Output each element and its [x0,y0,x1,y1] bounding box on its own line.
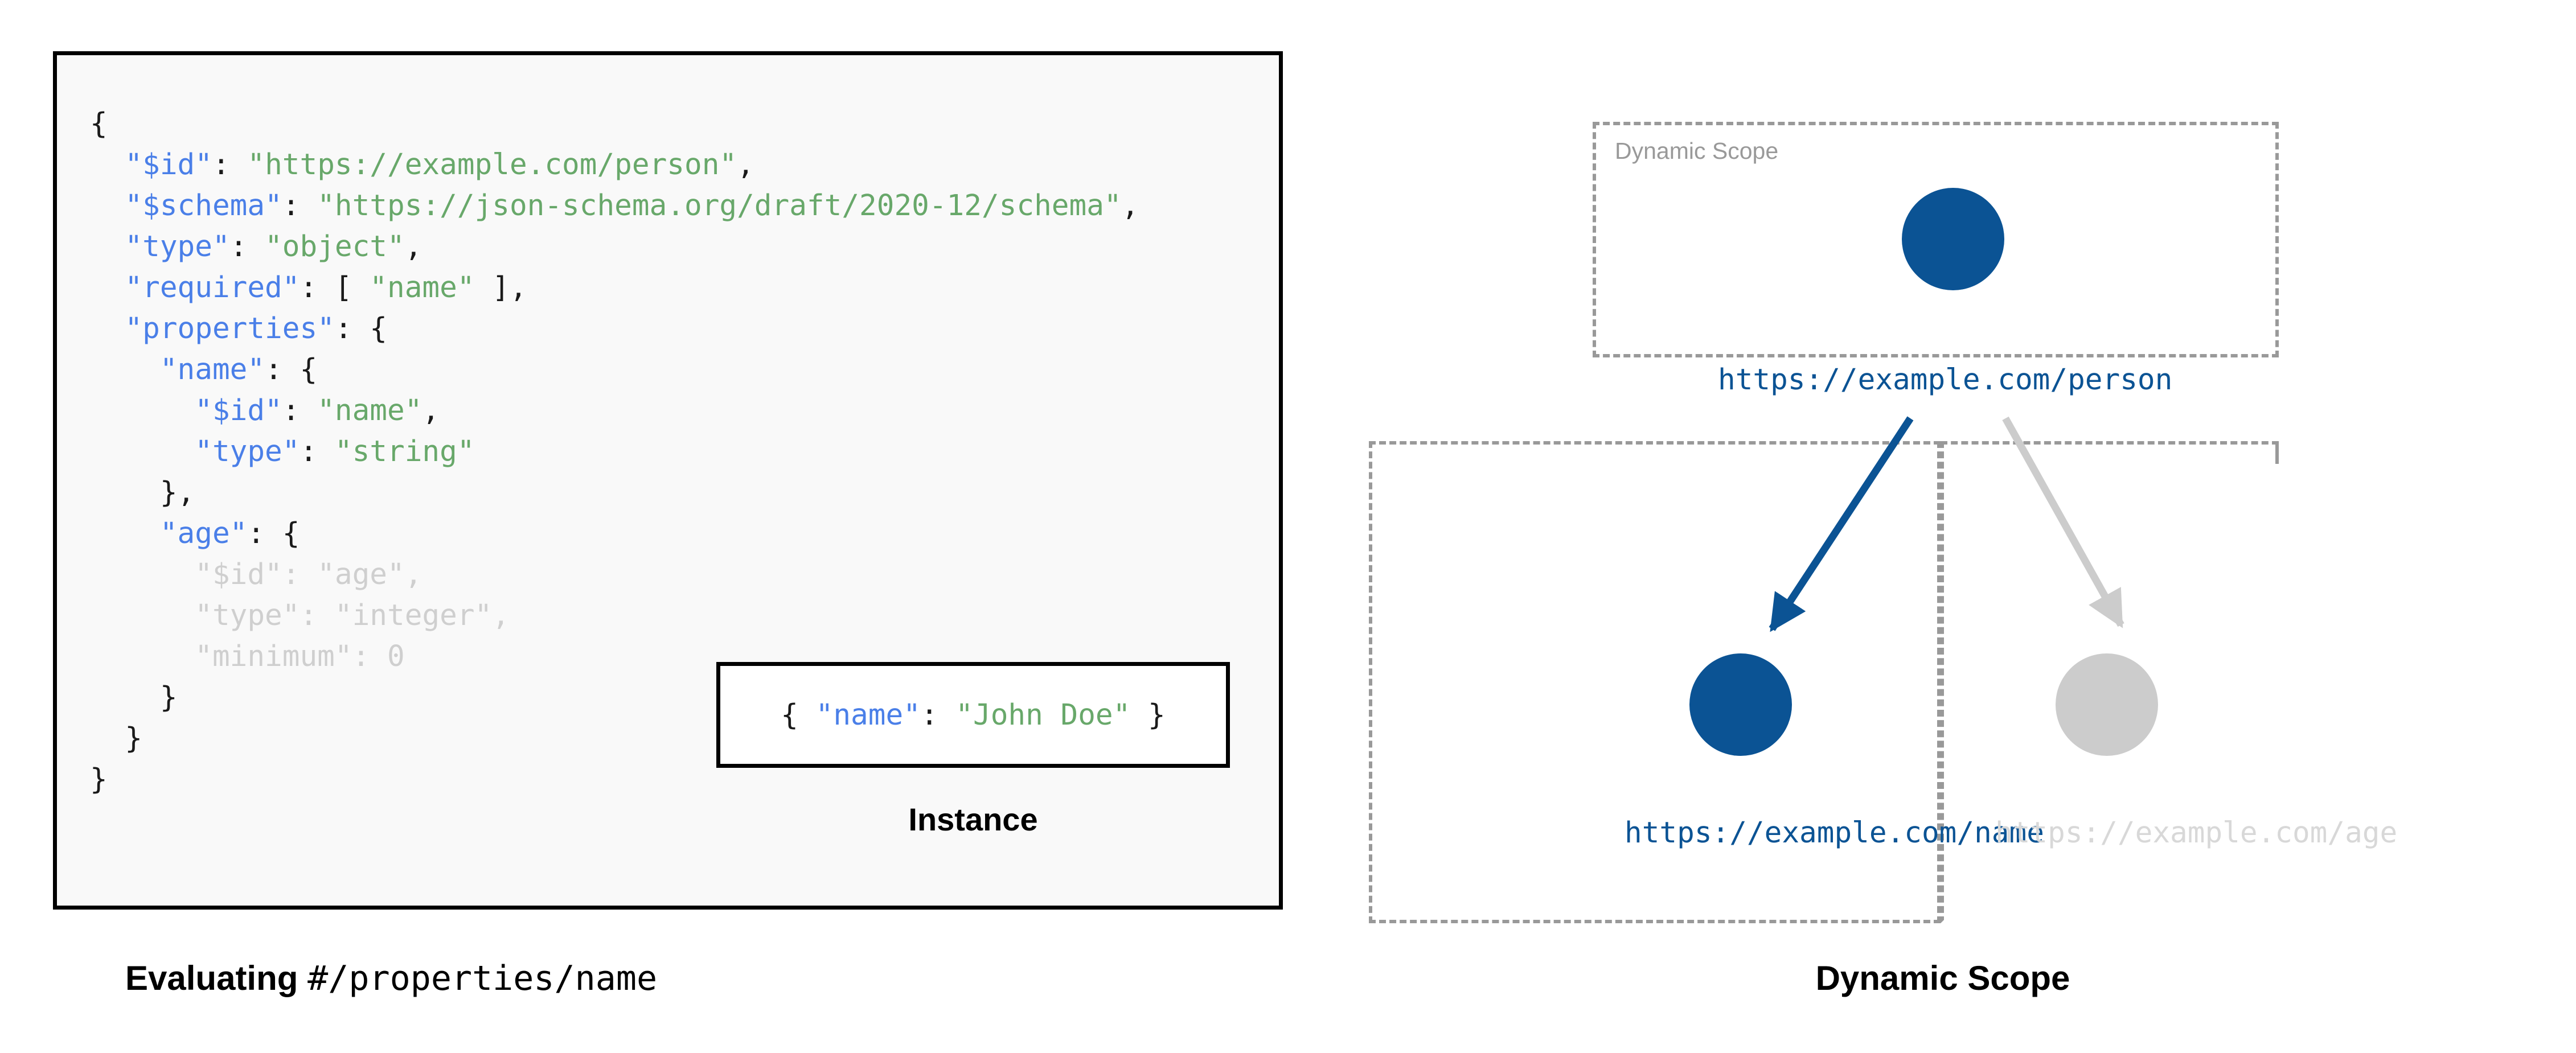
code-token: "name" [370,271,475,305]
code-token: : [300,435,335,468]
code-token: : [229,230,265,264]
evaluating-caption-pointer: #/properties/name [307,959,658,998]
code-token: ], [474,271,527,305]
code-token: : { [247,517,300,550]
instance-caption: Instance [908,801,1038,837]
code-token: } [90,763,108,796]
code-token: "age" [317,558,405,591]
schema-panel: { "$id": "https://example.com/person", "… [53,51,1283,998]
code-token: , [404,230,423,264]
code-token: "integer" [334,599,493,632]
code-token: 0 [387,640,405,673]
code-token: "$id" [195,394,282,427]
schema-code-listing: { "$id": "https://example.com/person", "… [90,104,1139,800]
code-token: { [90,107,108,141]
code-token: "type" [195,599,300,632]
code-token: , [1121,189,1139,223]
code-token: "$schema" [125,189,282,223]
code-token: "type" [195,435,300,468]
code-token: "string" [334,435,475,468]
code-token: "object" [265,230,405,264]
code-token: "type" [125,230,230,264]
scope-box-name [1369,441,1941,923]
code-token: : [300,599,335,632]
code-token: "name" [159,353,265,386]
node-label-person: https://example.com/person [1718,363,2173,397]
evaluating-caption-bold: Evaluating [125,959,308,997]
code-token: , [404,558,423,591]
node-label-name: https://example.com/name [1625,816,2044,850]
instance-token: : [920,698,956,732]
dynamic-scope-caption: Dynamic Scope [1815,959,2070,997]
code-token: "properties" [125,312,335,345]
node-circle-name [1689,653,1792,756]
instance-box: { "name": "John Doe" } [716,662,1230,768]
code-token: , [422,394,440,427]
code-token: "$id" [125,148,212,182]
scope-box-root [1593,122,2279,357]
code-token: "https://json-schema.org/draft/2020-12/s… [317,189,1122,223]
dynamic-scope-panel: Dynamic Scope https://example.com/person… [1310,0,2576,1053]
code-token: , [737,148,754,182]
code-token: }, [159,476,195,509]
code-token: } [159,681,178,714]
instance-token: "name" [815,698,921,732]
code-token: : { [265,353,318,386]
code-token: "$id" [195,558,282,591]
node-label-age: https://example.com/age [1995,816,2398,850]
node-circle-age [2056,653,2158,756]
scope-box-root-label: Dynamic Scope [1615,138,1779,164]
evaluating-caption: Evaluating #/properties/name [125,959,657,998]
code-token: : [282,189,318,223]
code-token: "https://example.com/person" [247,148,737,182]
code-token: : [212,148,248,182]
code-token: "required" [125,271,300,305]
code-token: : [352,640,387,673]
code-token: } [125,722,143,755]
node-circle-person [1902,188,2004,290]
code-token: : [ [300,271,370,305]
code-token: : [282,558,318,591]
code-token: "name" [317,394,423,427]
schema-code-box: { "$id": "https://example.com/person", "… [53,51,1283,910]
instance-token: "John Doe" [955,698,1131,732]
code-token: "minimum" [195,640,352,673]
instance-code-line: { "name": "John Doe" } [781,698,1166,732]
instance-token: } [1130,698,1166,732]
code-token: : { [334,312,388,345]
code-token: "age" [159,517,248,550]
scope-box-age-right-edge-stub [2275,441,2279,464]
instance-token: { [781,698,816,732]
code-token: , [492,599,510,632]
code-token: : [282,394,318,427]
